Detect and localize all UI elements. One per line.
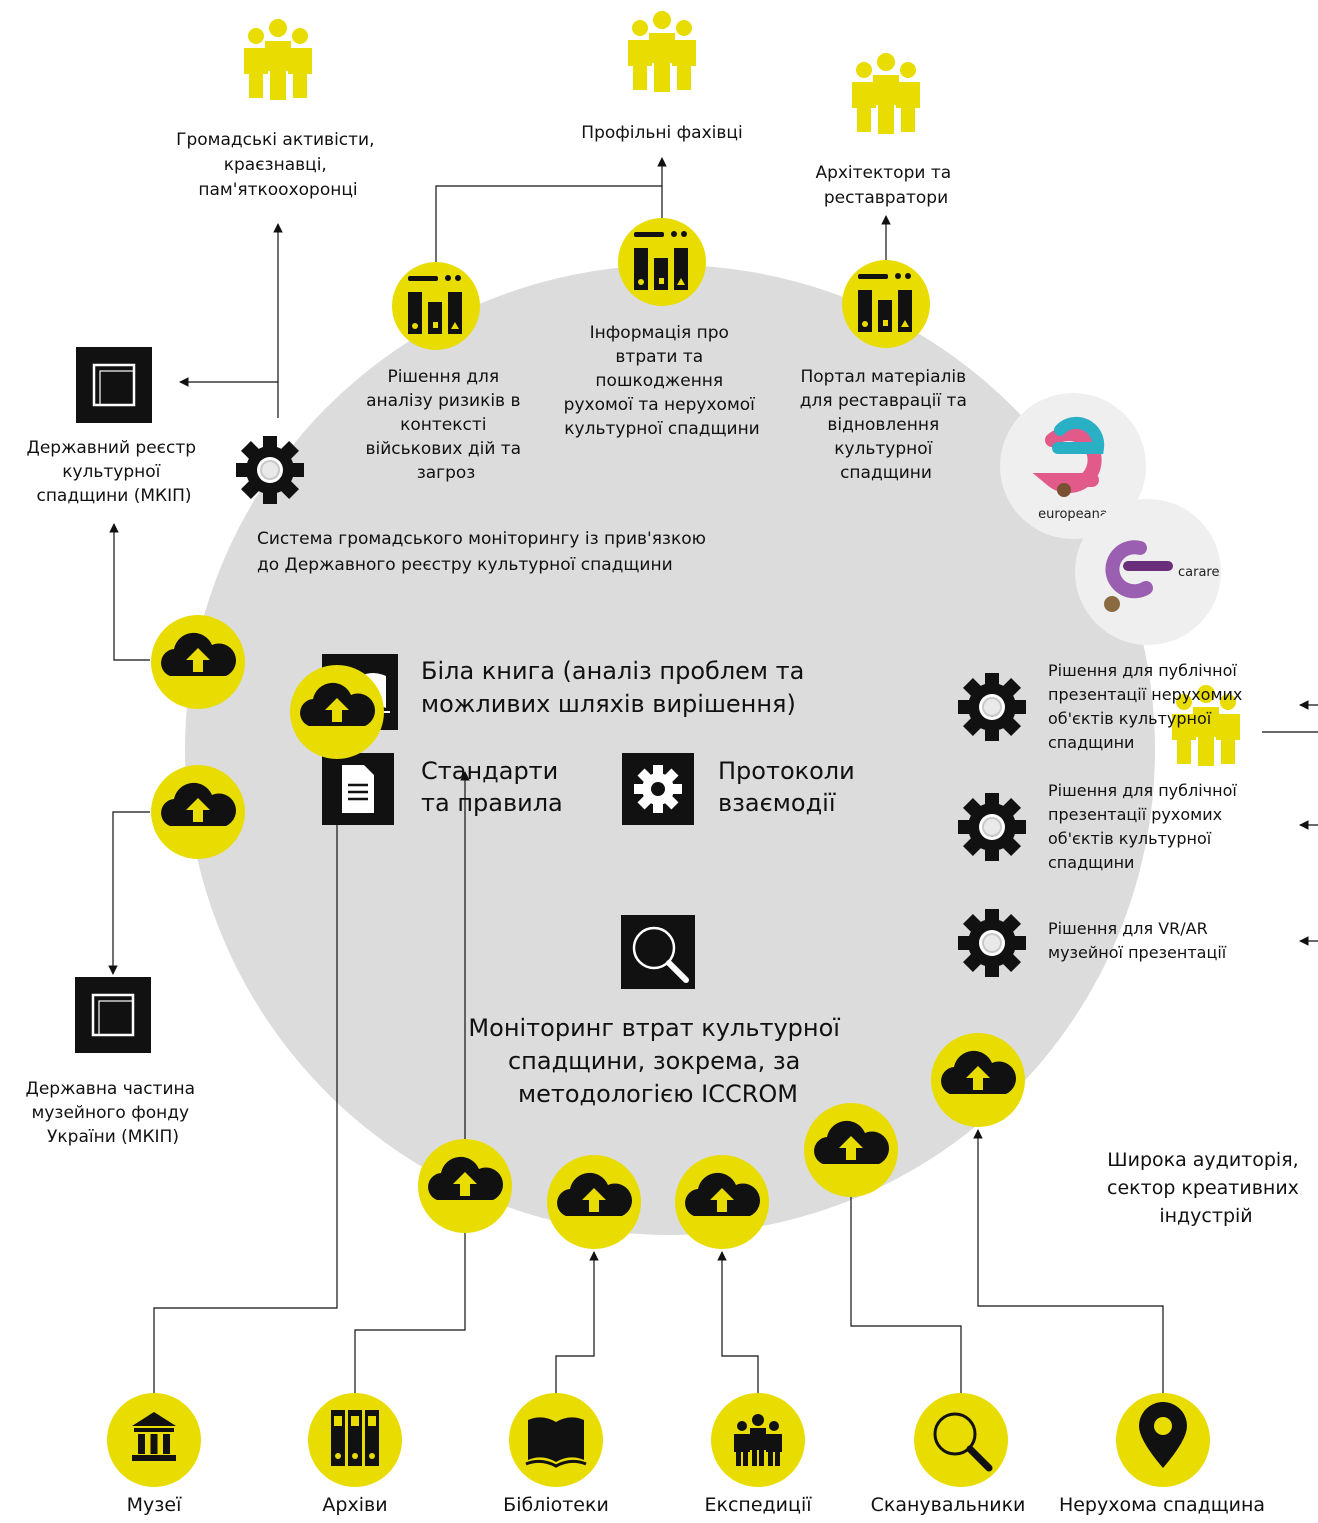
- source-label-scanners: Сканувальники: [871, 1494, 1026, 1516]
- location-pin-icon: [1116, 1393, 1210, 1487]
- restoration-portal-icon: [842, 260, 930, 348]
- svg-text:carare: carare: [1178, 565, 1219, 580]
- gear-icon: [958, 793, 1026, 861]
- carare-logo: carare: [1075, 499, 1221, 645]
- book-icon: [509, 1393, 603, 1487]
- cloud-upload-icon: [290, 665, 384, 759]
- museum-icon: [107, 1393, 201, 1487]
- museum-fund-icon: [73, 975, 153, 1055]
- losses-info-label: Інформація про втрати та пошкодження рух…: [564, 323, 761, 439]
- gear-box-icon: [622, 753, 694, 825]
- source-label-libraries: Бібліотеки: [503, 1494, 609, 1516]
- cloud-upload-icon: [151, 765, 245, 859]
- central-platform-circle: [185, 265, 1155, 1235]
- gear-icon: [958, 673, 1026, 741]
- iccrom-monitoring-label: Моніторинг втрат культурної спадщини, зо…: [468, 1014, 847, 1108]
- people-group-icon: [628, 11, 696, 92]
- museum-fund-label: Державна частина музейного фонду України…: [26, 1079, 201, 1147]
- losses-info-icon: [618, 218, 706, 306]
- specialists-label: Профільні фахівці: [581, 123, 742, 143]
- source-label-museums: Музеї: [127, 1494, 182, 1516]
- source-label-expeditions: Експедиції: [704, 1494, 812, 1516]
- monitoring-system-label: Система громадського моніторингу із прив…: [257, 529, 711, 575]
- gear-icon: [958, 909, 1026, 977]
- risk-analysis-label: Рішення для аналізу ризиків в контексті …: [365, 367, 526, 483]
- audience-label: Широка аудиторія, сектор креативних інду…: [1107, 1149, 1305, 1227]
- source-label-immovable-heritage: Нерухома спадщина: [1059, 1494, 1265, 1516]
- europeana-logo: europeana: [1000, 393, 1146, 539]
- state-register-label: Державний реєстр культурної спадщини (МК…: [27, 438, 202, 506]
- magnifier-icon: [621, 915, 695, 989]
- movable-presentation-label: Рішення для публічної презентації рухоми…: [1048, 781, 1242, 872]
- people-group-icon: [244, 19, 312, 100]
- protocols-label: Протоколи взаємодії: [718, 757, 862, 817]
- architects-label: Архітектори та реставратори: [815, 163, 956, 208]
- magnifier-icon: [914, 1393, 1008, 1487]
- risk-analysis-icon: [392, 262, 480, 350]
- cloud-upload-icon: [151, 615, 245, 709]
- restoration-portal-label: Портал матеріалів для реставрації та від…: [800, 367, 973, 483]
- archive-icon: [308, 1393, 402, 1487]
- people-group-icon: [852, 53, 920, 134]
- state-register-icon: [74, 345, 154, 425]
- immovable-presentation-label: Рішення для публічної презентації нерухо…: [1048, 661, 1247, 752]
- white-book-label: Біла книга (аналіз проблем та можливих ш…: [421, 657, 812, 718]
- document-icon: [322, 753, 394, 825]
- vrar-presentation-label: Рішення для VR/AR музейної презентації: [1048, 919, 1227, 962]
- cloud-upload-icon: [804, 1103, 898, 1197]
- cloud-upload-icon: [418, 1139, 512, 1233]
- group-icon: [711, 1393, 805, 1487]
- cloud-upload-icon: [547, 1155, 641, 1249]
- connector-lines: [108, 157, 1318, 1410]
- svg-text:europeana: europeana: [1038, 507, 1108, 522]
- gear-icon: [236, 436, 304, 504]
- standards-label: Стандарти та правила: [421, 757, 566, 817]
- cloud-upload-icon: [675, 1155, 769, 1249]
- source-label-archives: Архіви: [322, 1494, 387, 1516]
- activists-label: Громадські активісти, краєзнавці, пам'ят…: [176, 130, 380, 200]
- cloud-upload-icon: [931, 1033, 1025, 1127]
